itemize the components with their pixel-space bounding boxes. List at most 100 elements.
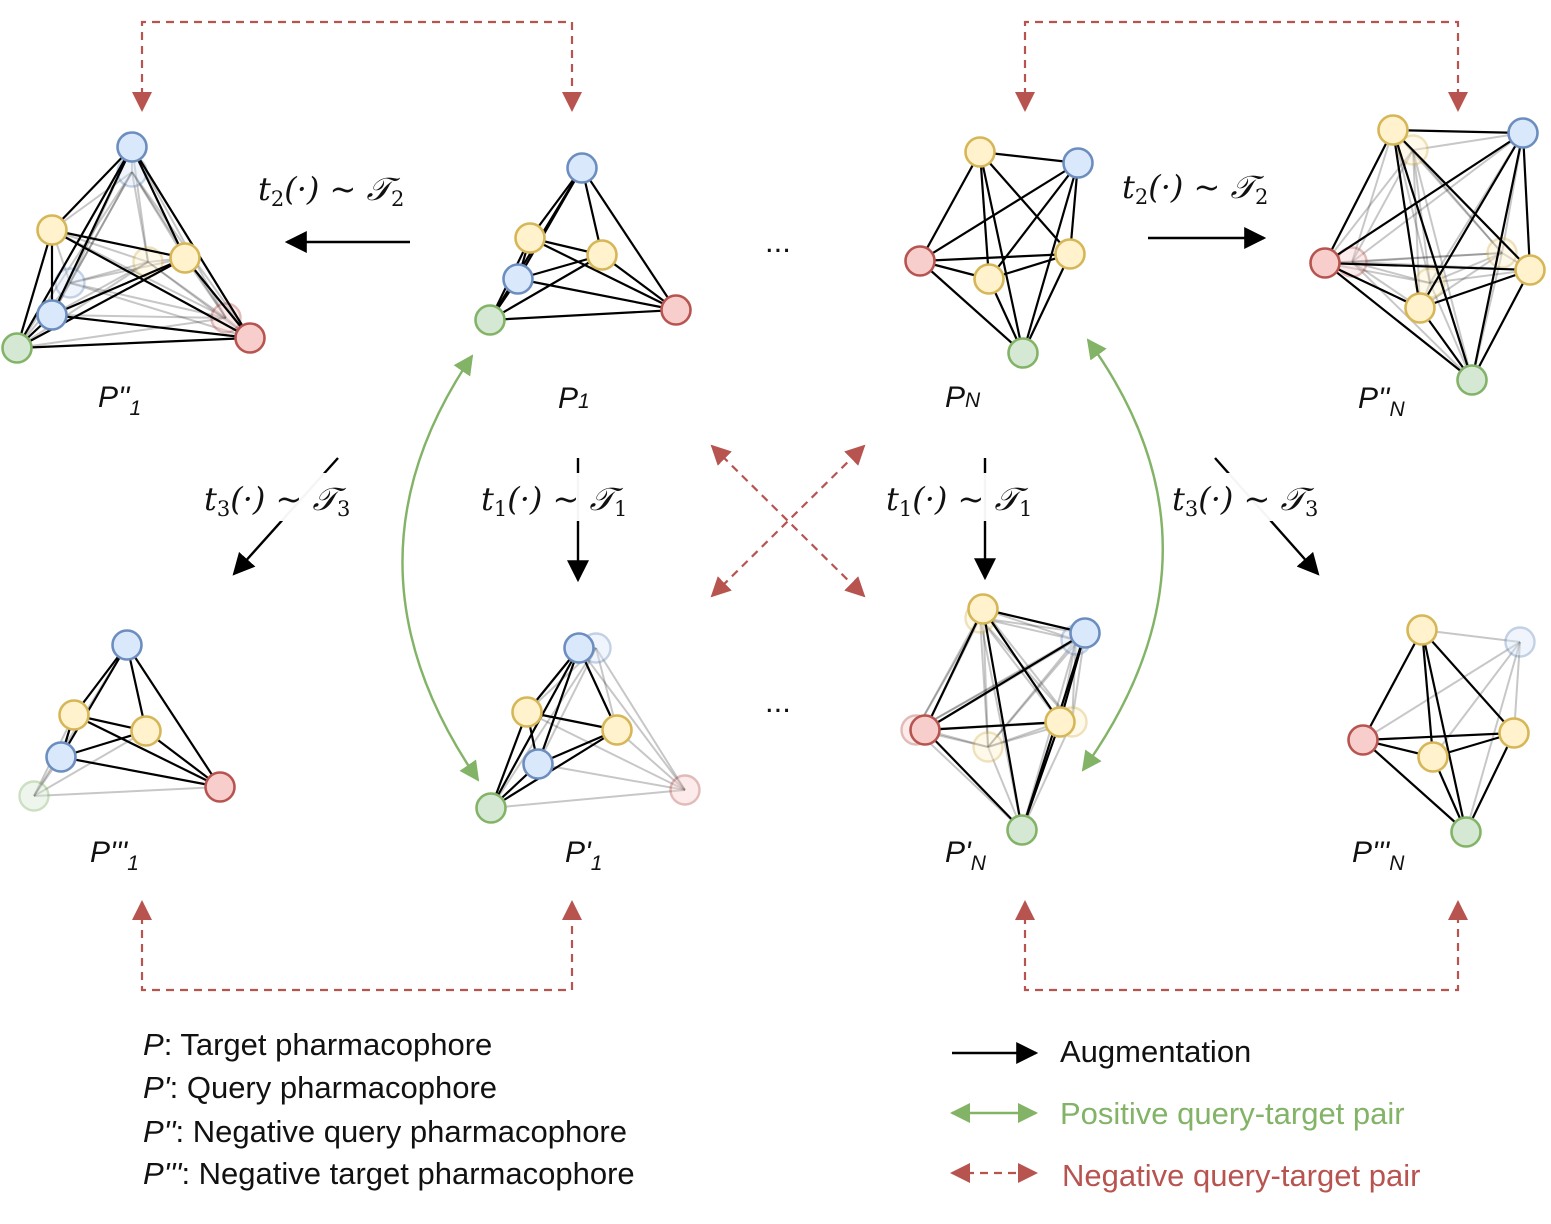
edge [60,644,128,758]
faint-edge [16,317,227,349]
edge [1421,629,1515,734]
faint-edge [51,261,149,316]
faint-edge [1392,129,1503,254]
faint-edge [1324,262,1431,284]
faint-edge [1465,641,1521,833]
edge [16,146,133,349]
label-p3-n: P'''N [1352,836,1405,875]
faint-node [132,246,164,278]
faint-edges [1362,629,1521,833]
edge [978,151,1025,354]
pharmacophore-graphs [1,114,1546,848]
node [904,245,936,277]
edge [1392,128,1524,135]
node [1456,364,1488,396]
node [1069,617,1101,649]
edge [1021,162,1080,354]
faint-edge [69,171,133,284]
edge [982,608,1061,723]
edge [1022,253,1071,354]
edge [1324,261,1531,272]
negative-bracket-bottom-right [1015,900,1468,992]
node [660,294,692,326]
edge [919,151,981,262]
faint-edge [1419,252,1503,309]
node [111,629,143,661]
node [58,699,90,731]
svg-text:t2(·) ~ 𝒯2: t2(·) ~ 𝒯2 [1122,168,1268,209]
positive-arrow-right [1081,338,1164,772]
faint-edge [131,171,149,263]
node [169,242,201,274]
legend-negative-label: Negative query-target pair [1062,1158,1420,1193]
node [116,131,148,163]
faint-edge [1412,149,1431,284]
node [1514,254,1546,286]
faint-edge [982,608,1073,723]
legend-arrows: Augmentation Positive query-target pair … [950,1034,1420,1193]
faint-edge [979,617,1086,634]
edge [51,228,186,260]
node [511,696,543,728]
faint-edge [1351,149,1414,263]
edge [979,151,1071,255]
ellipsis-top: ... [765,224,791,259]
edge [1020,721,1062,831]
edge [1470,132,1525,381]
positive-arrow-left [401,354,480,782]
faint-edge [1421,629,1521,643]
faint-node [18,780,50,812]
negative-cross-arrow-2 [710,444,866,598]
node [909,714,941,746]
faint-edge [490,647,597,809]
edge [490,729,618,809]
negative-bracket-bottom-left [132,900,582,992]
transform-t1-right: t1(·) ~ 𝒯1 [880,473,1072,521]
label-p1: P1 [558,382,590,415]
graph-labels: P''1 P1 PN P''N P'''1 P'1 P'N P'''N [90,381,1405,875]
node [36,299,68,331]
edge [919,260,1024,354]
faint-edge [69,261,149,284]
edge [126,644,221,788]
faint-edge [1412,132,1524,151]
faint-edge [1351,252,1503,263]
edge [1420,629,1468,833]
node [1044,706,1076,738]
faint-edge [490,789,686,809]
edge [1419,132,1524,309]
label-q1: P'1 [565,836,602,875]
node [1406,614,1438,646]
faint-edge [987,639,1077,748]
edge [16,257,186,349]
graph-p2-n [1309,114,1546,396]
transform-t2-right: t2(·) ~ 𝒯2 [1122,168,1268,209]
edge [489,308,677,322]
edge [1362,739,1467,833]
node [1450,816,1482,848]
faint-edge [537,763,686,791]
graph-p3-n [1347,614,1536,848]
faint-edge [1362,641,1521,741]
faint-edge [1071,639,1077,723]
edge [490,647,580,809]
edge [1391,129,1422,309]
faint-edge [131,146,149,263]
faint-edge [1432,641,1521,758]
faint-edge [1021,721,1073,831]
edges [1324,128,1532,381]
faint-edge [915,608,984,731]
graph-qn [900,593,1101,846]
augmentation-arrows [232,227,1320,583]
edge [60,755,221,789]
edge [924,720,1061,732]
edge [988,162,1079,280]
svg-text:t1(·) ~ 𝒯1: t1(·) ~ 𝒯1 [481,480,627,521]
edge [489,254,603,321]
edge [489,711,529,809]
svg-text:t2(·) ~ 𝒯2: t2(·) ~ 𝒯2 [258,170,404,211]
faint-node [1504,626,1536,658]
node [1417,741,1449,773]
faint-edge [69,282,251,339]
edge [1419,268,1531,310]
